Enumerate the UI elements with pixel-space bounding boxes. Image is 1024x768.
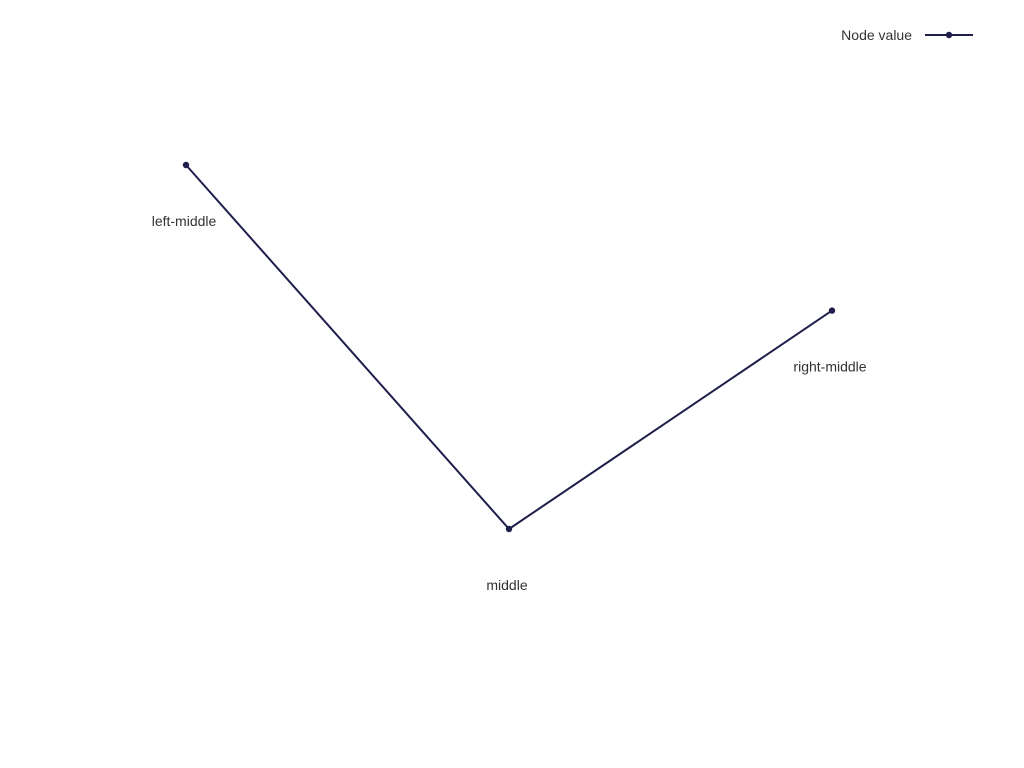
plot-area: left-middle middle right-middle	[152, 161, 867, 593]
data-point	[505, 525, 513, 533]
point-label: middle	[486, 577, 527, 593]
data-point	[182, 161, 190, 169]
legend: Node value	[841, 27, 973, 43]
legend-swatch-marker	[945, 31, 953, 39]
point-label: left-middle	[152, 213, 217, 229]
data-point	[828, 307, 836, 314]
legend-label: Node value	[841, 27, 912, 43]
point-label: right-middle	[793, 359, 866, 375]
series-line	[185, 164, 833, 530]
